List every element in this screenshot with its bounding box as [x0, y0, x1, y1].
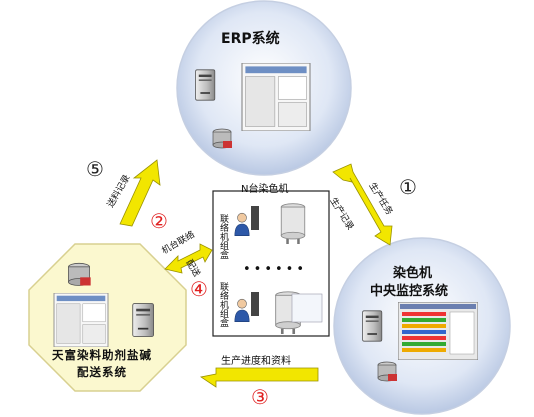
dispense-screen-icon [53, 293, 109, 347]
arrow-production-task [332, 163, 393, 246]
dyeing-machine-icon [280, 203, 306, 244]
erp-screen-icon [241, 63, 311, 131]
server-icon [132, 303, 155, 337]
box-label-1: 联络机组盒 [218, 214, 229, 259]
controller-icon [251, 206, 259, 230]
arrow-progress [199, 367, 319, 388]
erp-node[interactable] [176, 0, 352, 176]
dyeing-monitor-title-line2: 中央监控系统 [370, 284, 449, 299]
server-icon [362, 310, 383, 342]
step-2: ② [150, 211, 168, 233]
piping-diagram-icon [291, 293, 323, 323]
machines-title: N台染色机 [241, 184, 289, 195]
step-5: ⑤ [86, 159, 104, 181]
controller-icon [251, 292, 259, 316]
tianfu-title-line2: 配送系统 [77, 365, 127, 379]
monitor-screen-icon [398, 302, 478, 360]
step-3: ③ [251, 387, 269, 409]
arrow-delivery-record [119, 159, 161, 227]
machines-box[interactable]: •••••• [212, 190, 330, 337]
label-progress: 生产进度和资料 [221, 354, 291, 367]
database-icon [377, 361, 398, 382]
label-delivery-record: 送料记录 [104, 172, 132, 209]
tianfu-node[interactable] [28, 243, 187, 392]
dyeing-monitor-title-line1: 染色机 [393, 266, 433, 281]
tianfu-title-line1: 天富染料助剂盐碱 [52, 348, 152, 362]
erp-title: ERP系统 [221, 31, 280, 47]
server-icon [195, 69, 216, 101]
step-1: ① [399, 177, 417, 199]
label-production-record: 生产记录 [327, 195, 356, 232]
dyeing-monitor-node[interactable] [333, 237, 511, 415]
database-icon [212, 128, 233, 149]
box-label-2: 联络机组盒 [218, 282, 229, 327]
database-icon [67, 262, 92, 287]
step-4: ④ [190, 279, 208, 301]
machines-ellipsis: •••••• [243, 262, 307, 277]
arrow-machine-link [164, 243, 213, 274]
